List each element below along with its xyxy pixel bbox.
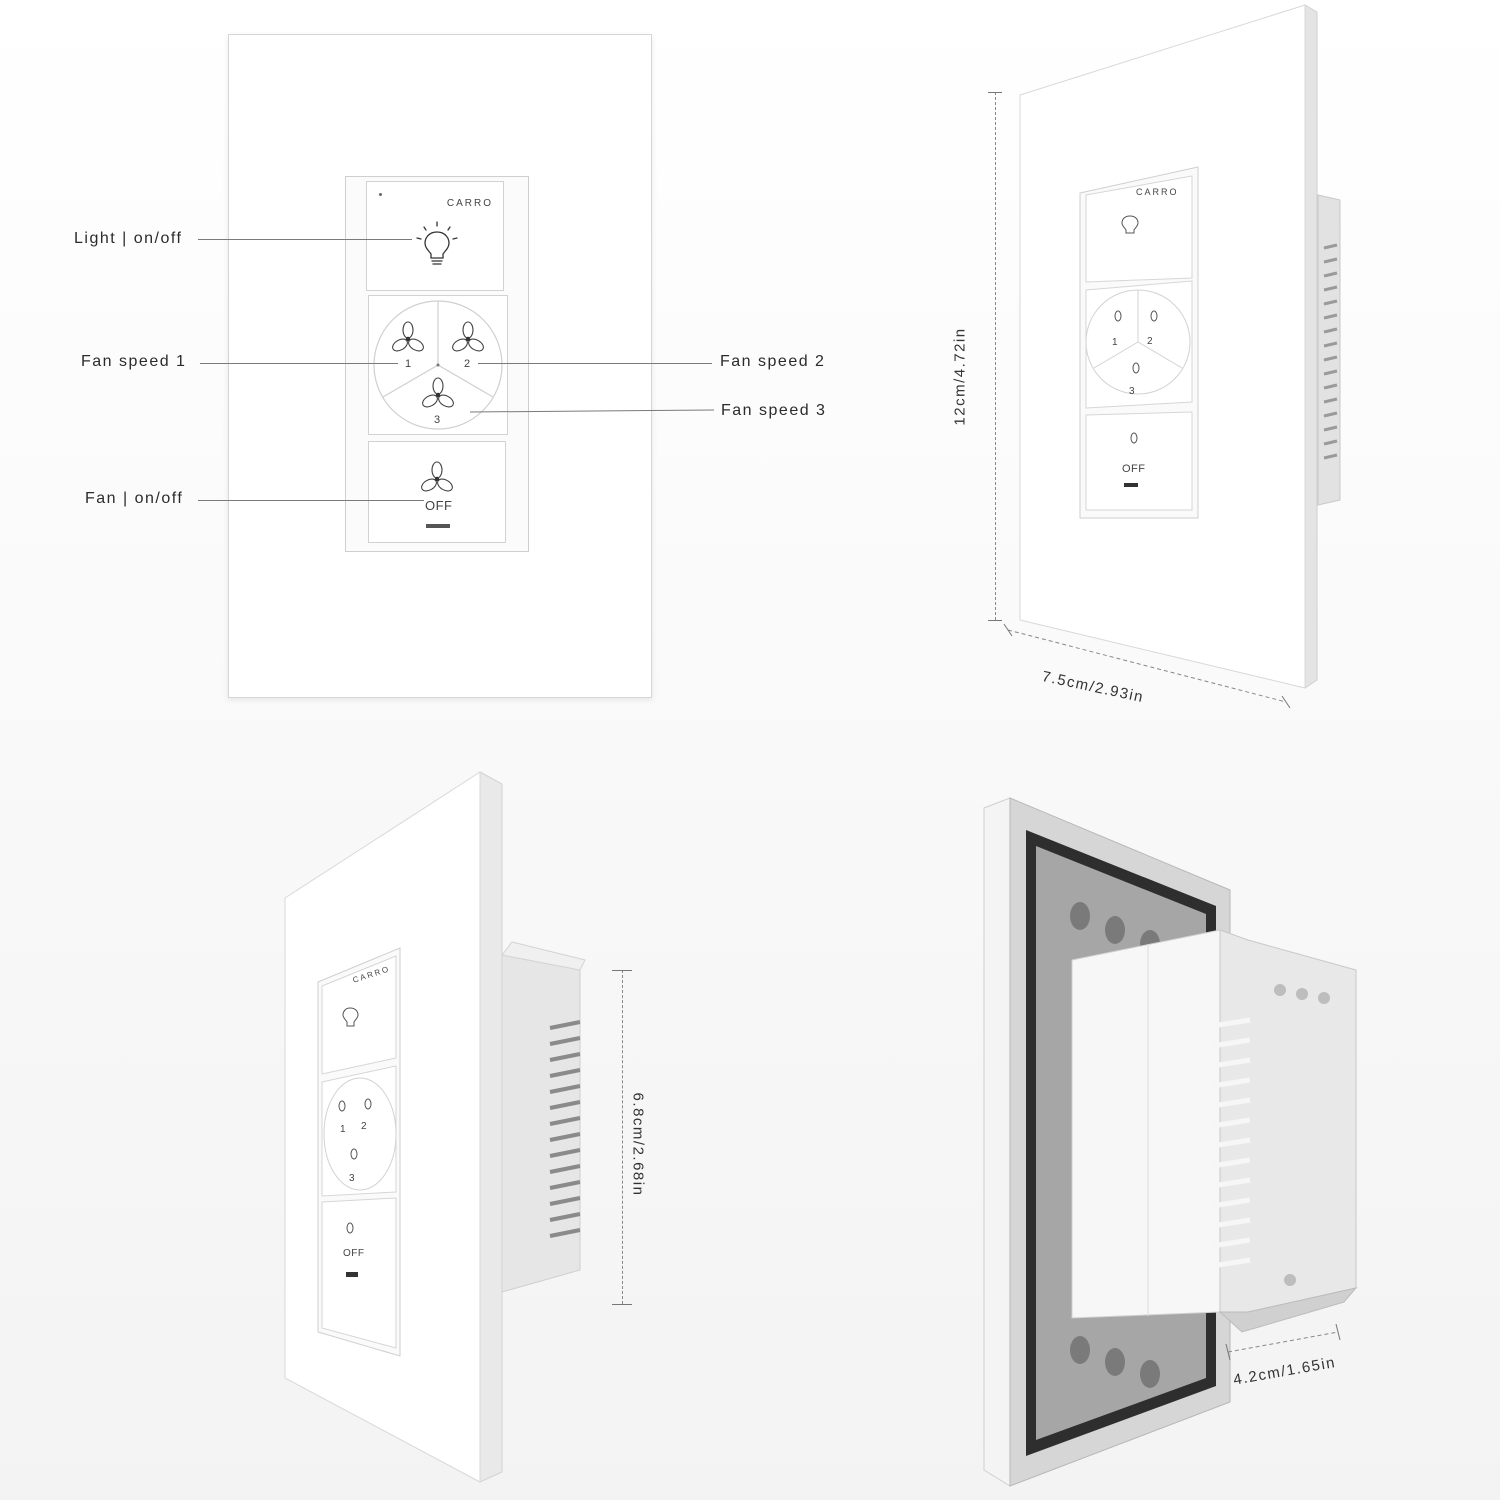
angled-off-label: OFF [1122, 463, 1146, 475]
height-tick-top [988, 92, 1002, 93]
callout-line-light [198, 239, 412, 240]
callout-line-fan-onoff [198, 500, 424, 501]
bulb-icon [416, 221, 458, 265]
callout-fan-speed-3: Fan speed 3 [721, 402, 827, 419]
fan-speed-3-icon[interactable] [421, 377, 455, 412]
callout-light: Light | on/off [74, 230, 183, 247]
callout-fan-onoff: Fan | on/off [85, 490, 184, 507]
led-indicator [426, 524, 450, 528]
speed-1-label: 1 [405, 358, 412, 370]
angled-brand-logo: CARRO [1136, 187, 1179, 197]
height-dimension-label: 12cm/4.72in [951, 327, 969, 426]
fan-icon [421, 461, 453, 492]
angled-speed-2-label: 2 [1147, 336, 1153, 347]
depth-tick-bottom [612, 1304, 632, 1305]
callout-line-fan-speed-3 [469, 409, 715, 413]
status-dot-icon [379, 193, 382, 196]
fan-speed-2-icon[interactable] [451, 321, 485, 356]
callout-line-fan-speed-1 [200, 363, 398, 364]
side-speed-1-label: 1 [340, 1124, 346, 1135]
fan-speed-dial [373, 300, 503, 430]
side-speed-2-label: 2 [361, 1121, 367, 1132]
depth-dimension-label: 6.8cm/2.68in [629, 1092, 647, 1197]
depth-tick-top [612, 970, 632, 971]
off-label: OFF [425, 498, 453, 513]
light-key[interactable]: CARRO [366, 181, 504, 291]
height-tick-bottom [988, 620, 1002, 621]
speed-3-label: 3 [434, 414, 441, 426]
brand-logo: CARRO [446, 198, 493, 209]
fan-onoff-key[interactable]: OFF [368, 441, 506, 543]
width-dimension-line [1003, 623, 1291, 709]
callout-fan-speed-2: Fan speed 2 [720, 353, 826, 370]
callout-line-fan-speed-2 [478, 363, 712, 364]
speed-2-label: 2 [464, 358, 471, 370]
angled-plate-view [1019, 4, 1341, 689]
angled-speed-3-label: 3 [1129, 386, 1135, 397]
height-dimension-line [995, 92, 996, 620]
callout-fan-speed-1: Fan speed 1 [81, 353, 187, 370]
side-speed-3-label: 3 [349, 1173, 355, 1184]
box-width-dimension-line [1225, 1323, 1341, 1361]
rear-view [983, 797, 1358, 1487]
side-depth-view [284, 771, 586, 1483]
fan-speed-1-icon[interactable] [391, 321, 425, 356]
depth-dimension-line [622, 970, 623, 1304]
front-switch-module: CARRO [345, 176, 529, 552]
side-off-label: OFF [343, 1248, 365, 1259]
angled-speed-1-label: 1 [1112, 337, 1118, 348]
